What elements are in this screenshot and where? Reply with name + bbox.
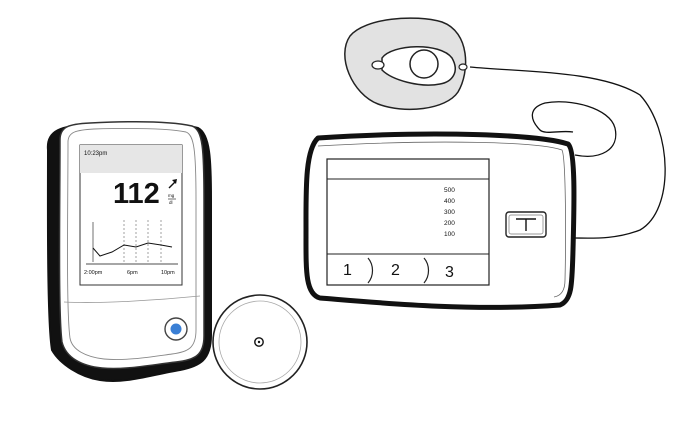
arrow-up-right-icon bbox=[168, 179, 177, 189]
pump-y-label-200: 200 bbox=[444, 220, 455, 227]
receiver-trend-line bbox=[92, 242, 173, 257]
glucose-unit-top: mg bbox=[168, 193, 175, 198]
t-logo-icon bbox=[516, 218, 536, 231]
receiver-screen: 10:23pm 112 mg dl 2:00pm 6pm 10pm bbox=[79, 144, 183, 286]
pump-y-label-100: 100 bbox=[444, 231, 455, 238]
receiver-x-label-end: 10pm bbox=[161, 270, 175, 276]
receiver-time: 10:23pm bbox=[84, 151, 107, 157]
pump-tab-3[interactable]: 3 bbox=[445, 264, 454, 281]
pump-tab-2-label: 2 bbox=[391, 262, 400, 279]
receiver-button-light bbox=[170, 323, 182, 335]
pump-tab-separator-2 bbox=[423, 257, 430, 284]
glucose-receiver: 10:23pm 112 mg dl 2:00pm 6pm 10pm bbox=[46, 121, 212, 382]
cgm-sensor bbox=[212, 294, 308, 390]
receiver-x-label-start: 2:00pm bbox=[84, 270, 103, 276]
receiver-body-inner bbox=[67, 128, 197, 360]
receiver-header-bar bbox=[80, 145, 182, 173]
receiver-bottom-divider bbox=[63, 295, 201, 303]
insulin-pump: 500 400 300 200 100 1 2 3 bbox=[303, 131, 577, 310]
pump-screen: 500 400 300 200 100 1 2 3 bbox=[326, 158, 490, 286]
pump-y-label-300: 300 bbox=[444, 209, 455, 216]
receiver-x-label-mid: 6pm bbox=[127, 270, 138, 276]
receiver-button[interactable] bbox=[164, 317, 188, 341]
pump-y-label-400: 400 bbox=[444, 198, 455, 205]
glucose-unit-bottom: dl bbox=[169, 200, 173, 205]
glucose-value: 112 bbox=[113, 178, 160, 210]
sensor-logo-icon bbox=[254, 337, 264, 347]
infusion-tubing bbox=[469, 66, 666, 239]
pump-button[interactable] bbox=[505, 211, 547, 238]
infusion-site-hole-left bbox=[371, 60, 385, 70]
pump-tab-3-label: 3 bbox=[445, 264, 454, 281]
infusion-site-hub bbox=[409, 49, 439, 79]
infusion-site bbox=[344, 17, 468, 111]
pump-inner-edge bbox=[317, 141, 566, 298]
pump-tab-separator-1 bbox=[367, 257, 374, 284]
infusion-site-hole-right bbox=[458, 63, 468, 71]
pump-tab-1-label: 1 bbox=[343, 262, 352, 279]
receiver-trend-graph bbox=[86, 220, 178, 265]
pump-tab-1[interactable]: 1 bbox=[343, 262, 352, 279]
pump-tab-2[interactable]: 2 bbox=[391, 262, 400, 279]
pump-y-label-500: 500 bbox=[444, 187, 455, 194]
